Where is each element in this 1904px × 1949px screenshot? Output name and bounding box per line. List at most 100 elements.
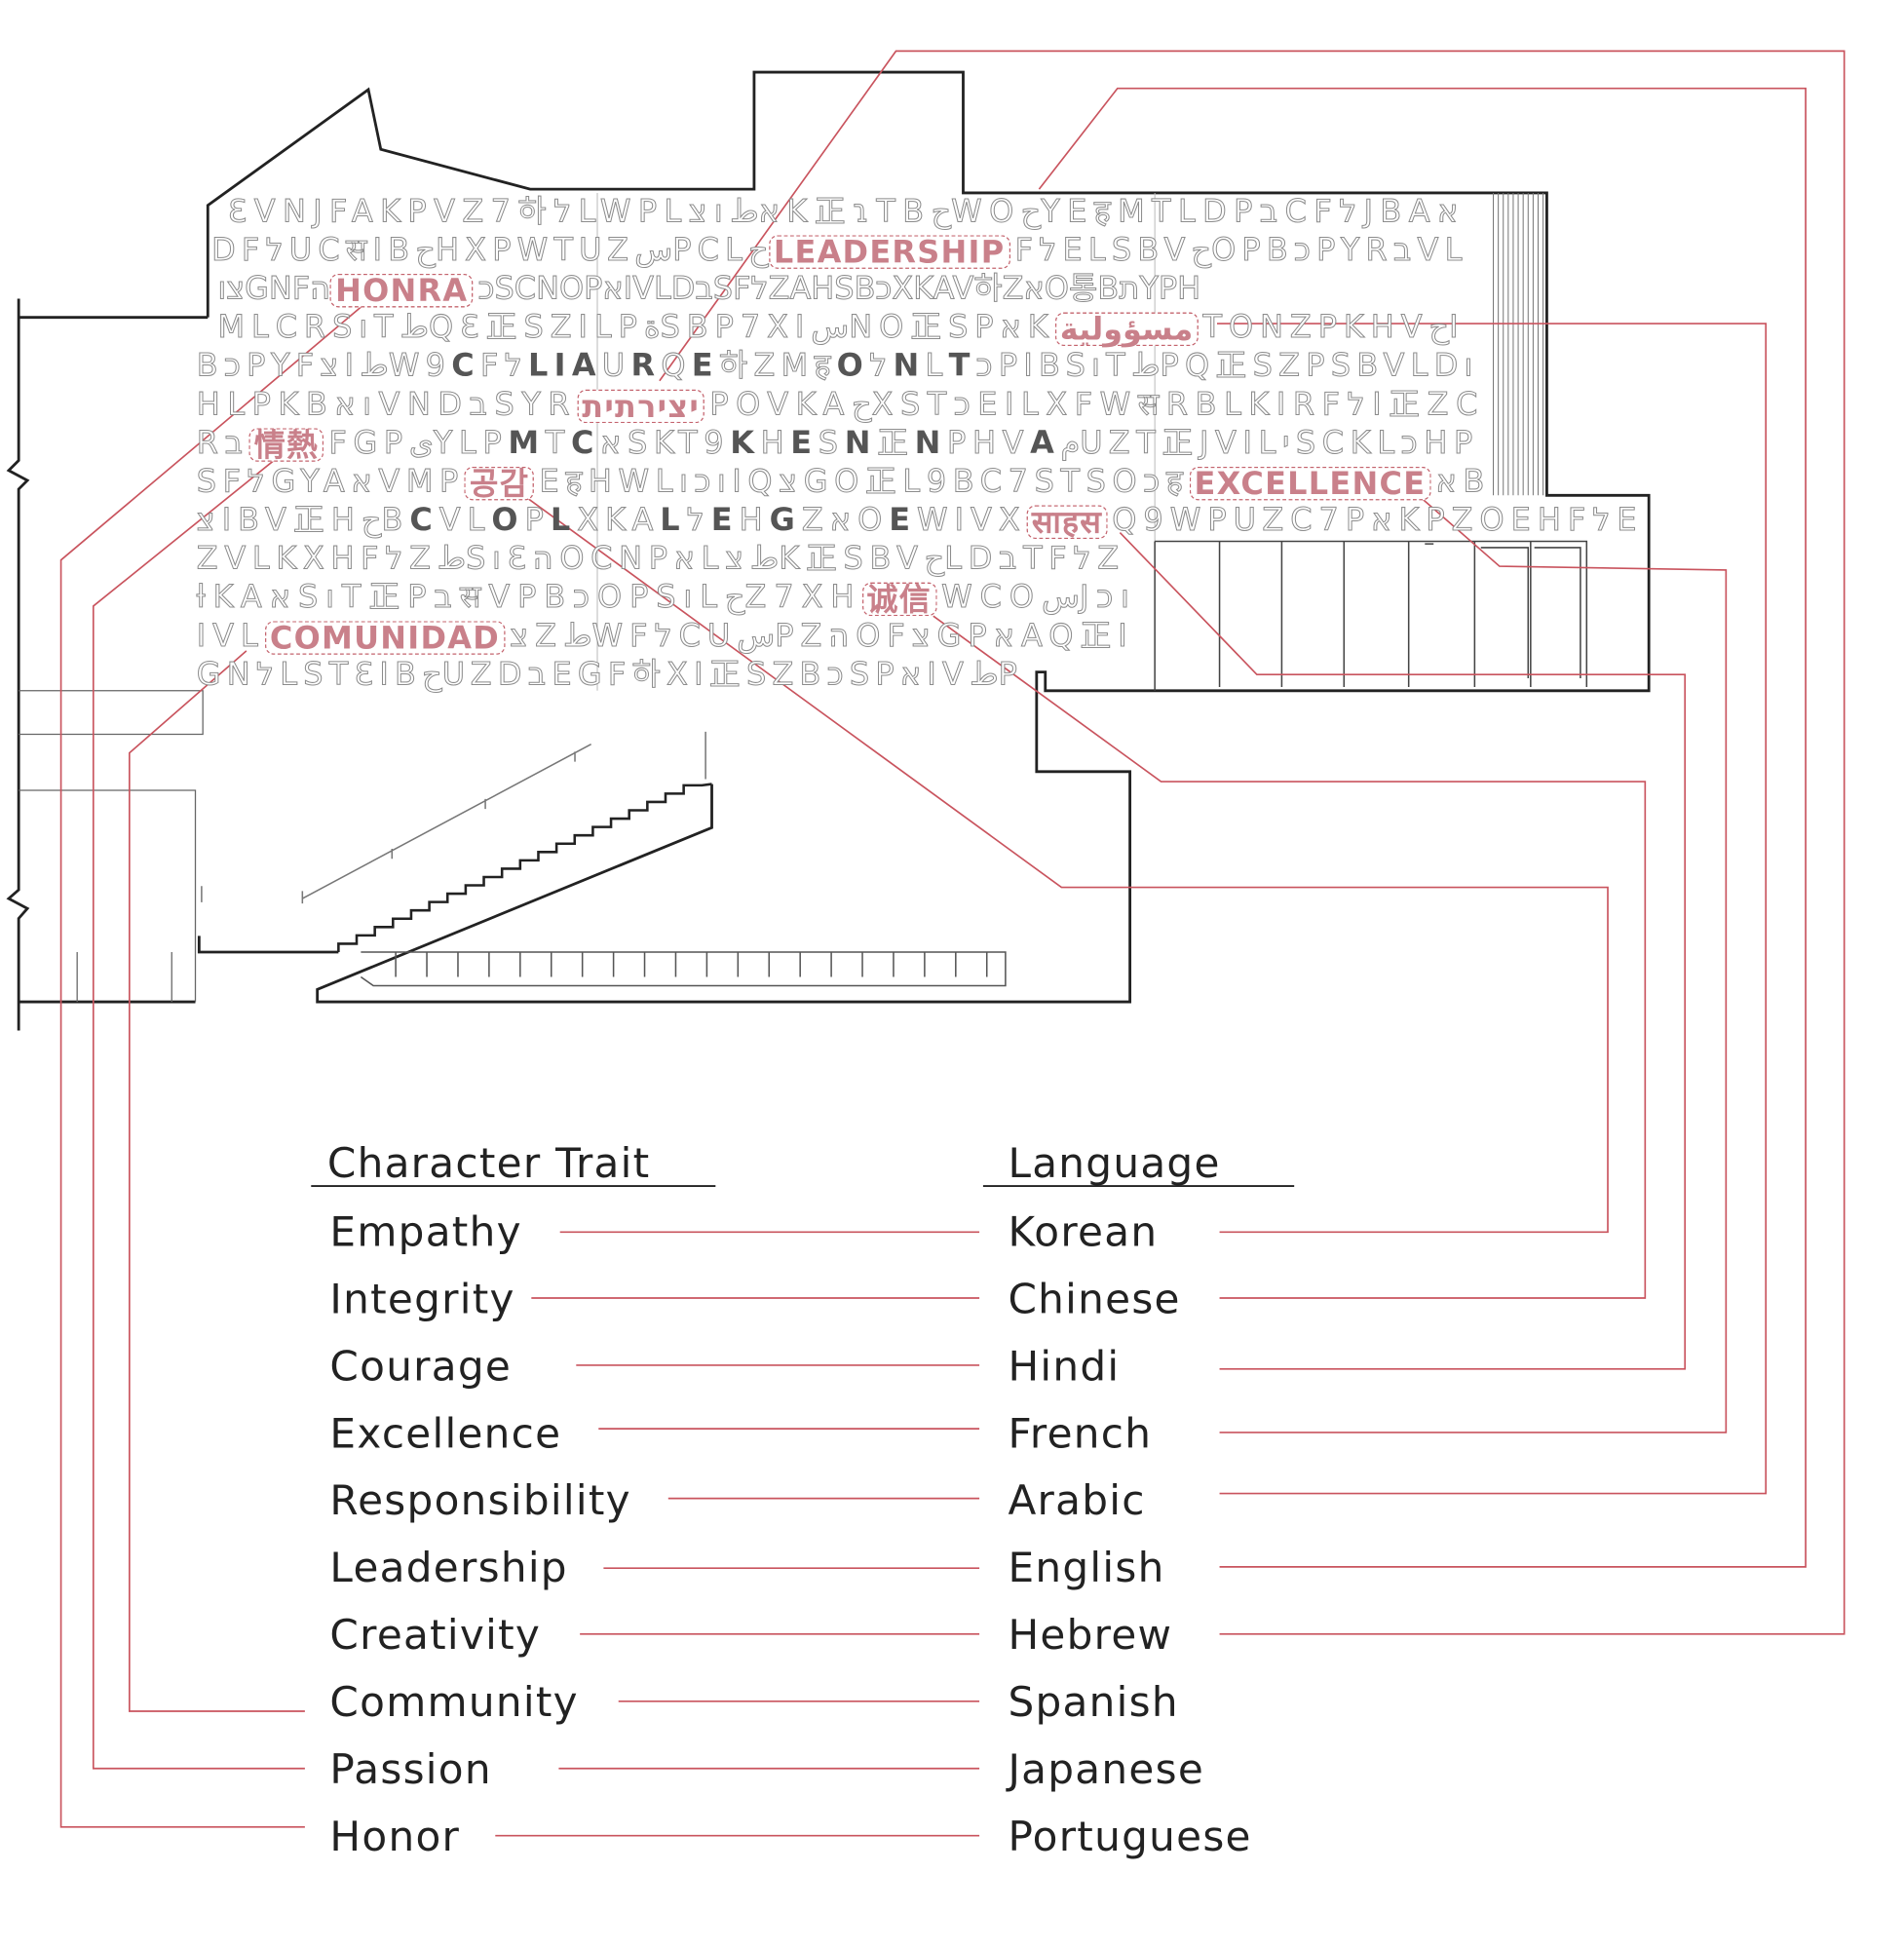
letter-wall: ƐVNJFAKPVZ7하לLWPLאطוצK正ɿTBحWOحYEहMTLDPבC… <box>0 0 1904 746</box>
outline-letters: הSCNOPאIVLDבSFלZAHSBכXKAV하ZאO통BתYPH <box>310 270 1201 307</box>
outline-letters: T <box>545 424 571 461</box>
dark-letters: K <box>730 424 761 461</box>
connector-passion-japanese <box>92 449 980 1770</box>
letter-row: צוGNFכHONRAהSCNOPאIVLDבSFלZAHSBכXKAV하ZאO… <box>217 269 1480 308</box>
language-label: Hebrew <box>1008 1610 1173 1660</box>
highlighted-word: LEADERSHIP <box>768 234 1010 269</box>
connector-honor-portuguese <box>59 297 980 1837</box>
outline-letters: ZVLKXHFלZطSוƐהOCNPאLطצK正SBVحLDבTFלZ <box>196 540 1125 577</box>
outline-letters: ל <box>686 501 711 538</box>
highlighted-word: 情熱 <box>248 427 324 462</box>
outline-letters: FלELSBVحOPBכPYRבVL <box>1014 231 1468 268</box>
building-outline <box>6 70 1651 1031</box>
outline-letters: אB <box>1435 463 1492 500</box>
connector-creativity-hebrew <box>580 50 1846 1635</box>
letter-row: ZVLKXHFלZطSוƐהOCNPאLطצK正SBVحLDבTFלZ <box>196 539 1145 578</box>
outline-letters: WCOسJוכ <box>941 578 1137 615</box>
outline-letters: Rב <box>196 424 249 461</box>
language-header: Language <box>1008 1138 1221 1188</box>
dark-letters: L <box>550 501 578 538</box>
outline-letters: Q9WPUZC7PאKPZOEHFלE <box>1112 501 1644 538</box>
outline-letters: MLCRSוTطQƐ正SZILPةSBP7XIسNO正SPאK <box>217 308 1055 345</box>
letter-row: BכPYFצIطW9CFלLIAURQE하ZMहOלNLTכPIBSוTطPQ正… <box>196 346 1491 385</box>
trait-label: Responsibility <box>329 1475 631 1525</box>
letter-row: GNלLSTƐIBحUZDבEGF하XI正SZBכSPאIVطP <box>196 655 1036 694</box>
outline-letters: אSKT9 <box>600 424 731 461</box>
trait-label: Passion <box>329 1744 492 1794</box>
letter-row: ƐVNJFAKPVZ7하לLWPLאطוצK正ɿTBحWOحYEहMTLDPבC… <box>227 192 1487 231</box>
outline-letters: צוGNFכ <box>217 270 495 307</box>
outline-letters: ל <box>869 347 894 384</box>
connector-community-spanish <box>128 650 980 1712</box>
dark-letters: N <box>844 424 878 461</box>
dark-letters: E <box>889 501 918 538</box>
wall-seams <box>596 192 1156 691</box>
connector-courage-hindi <box>576 532 1687 1370</box>
dark-letters: N <box>893 347 926 384</box>
trait-header: Character Trait <box>326 1138 651 1188</box>
dark-letters: O <box>836 347 870 384</box>
outline-letters: VL <box>438 501 492 538</box>
highlighted-word: साहस <box>1026 504 1108 539</box>
thin-lines <box>19 690 204 1003</box>
dark-letters: C <box>570 424 601 461</box>
outline-letters: FGPیYLP <box>328 424 509 461</box>
dark-letters: R <box>630 347 662 384</box>
dark-letters: T <box>948 347 976 384</box>
language-label: Hindi <box>1008 1341 1121 1391</box>
dark-letters: G <box>769 501 802 538</box>
dark-letters: E <box>710 501 740 538</box>
left-wall-break <box>6 298 30 1031</box>
dark-letters: E <box>790 424 819 461</box>
outline-letters: ƚKAאSוT正PבसVPBכOPSוLحZ7XH <box>196 578 862 615</box>
outline-letters: Fל <box>479 347 529 384</box>
outline-letters: P <box>524 501 551 538</box>
outline-letters: PHV <box>947 424 1031 461</box>
outline-letters: U <box>601 347 631 384</box>
language-label: French <box>1008 1408 1153 1458</box>
outline-letters: 하ZM <box>718 347 815 384</box>
wall-stripes <box>1493 192 1544 496</box>
dark-letters: A <box>1030 424 1061 461</box>
outline-letters: ZאO <box>801 501 890 538</box>
outline-letters: HLPKBואVNDבSYR <box>196 385 578 422</box>
connector-excellence-french <box>598 497 1728 1433</box>
dark-letters: E <box>691 347 719 384</box>
trait-label: Empathy <box>329 1206 522 1256</box>
language-label: Chinese <box>1008 1274 1181 1323</box>
outline-letters: צIBV正HحB <box>196 501 410 538</box>
outline-letters: S <box>818 424 845 461</box>
language-label: Spanish <box>1008 1677 1179 1727</box>
dark-letters: C <box>409 501 439 538</box>
outline-letters: IVL <box>196 617 265 654</box>
trait-label: Community <box>329 1677 579 1727</box>
outline-letters: SFלGYAאVMP <box>196 463 465 500</box>
connector-integrity-chinese <box>531 615 1647 1299</box>
dark-letters: N <box>914 424 948 461</box>
bleacher-seating <box>360 951 1007 987</box>
outline-letters: Q <box>661 347 692 384</box>
dark-letters: O <box>491 501 525 538</box>
highlighted-word: COMUNIDAD <box>264 620 506 655</box>
highlighted-word: 공감 <box>464 466 535 500</box>
connector-responsibility-arabic <box>667 323 1768 1500</box>
highlighted-word: יצירתית <box>577 389 705 423</box>
left-floor <box>19 316 339 1004</box>
dark-letters: LIA <box>528 347 602 384</box>
language-label: Korean <box>1008 1206 1159 1256</box>
outline-letters: POVKAحXSTכEILXFWसRBLKIRFלI正ZC <box>709 385 1485 422</box>
outline-letters: H <box>760 424 791 461</box>
trait-label: Courage <box>329 1341 513 1391</box>
outline-letters: EहHWLוכוIQצGO正L9BC7STSOכह <box>539 463 1190 500</box>
dark-letters: C <box>451 347 480 384</box>
language-label: English <box>1008 1543 1165 1592</box>
outline-letters: 正 <box>877 424 915 461</box>
trait-label: Honor <box>329 1812 461 1861</box>
outline-letters: BכPYFצIطW9 <box>196 347 452 384</box>
